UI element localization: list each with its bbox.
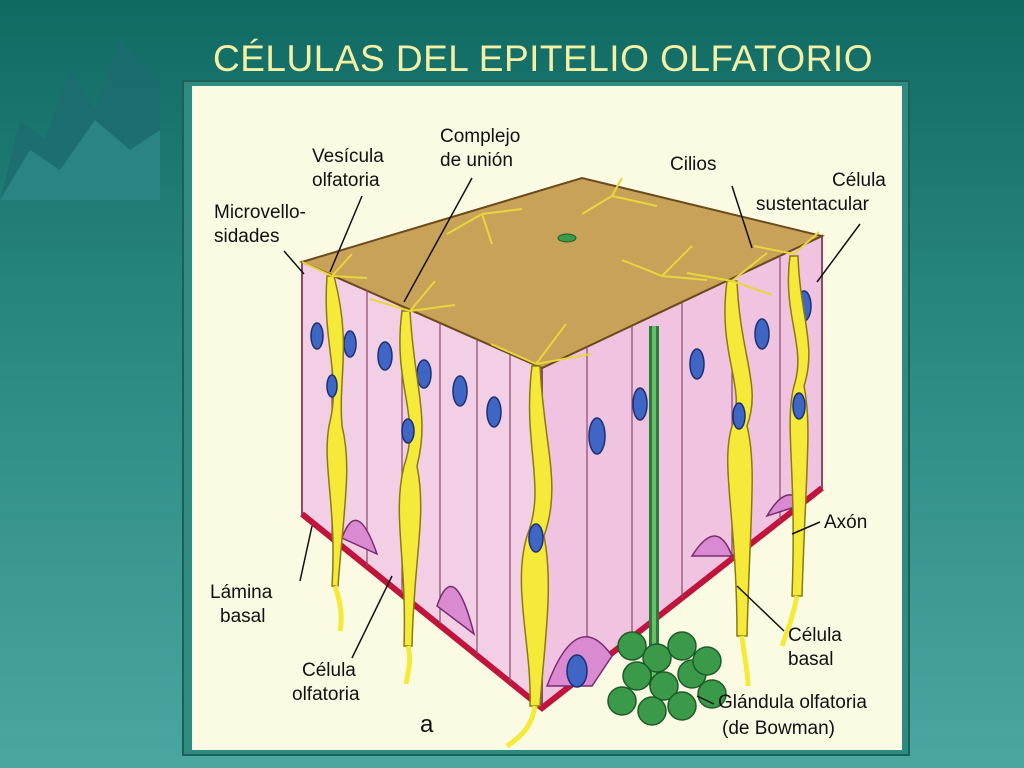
figure-frame: Vesícula olfatoria Complejo de unión Cil… [182, 80, 910, 756]
slide-title: CÉLULAS DEL EPITELIO OLFATORIO [213, 38, 873, 79]
label-sustentacular-line1: Célula [832, 170, 886, 191]
axons [332, 585, 800, 749]
label-lamina-line2: basal [220, 606, 265, 627]
panel-letter: a [420, 711, 434, 738]
label-vesicula-line2: olfatoria [312, 170, 380, 191]
label-cilios: Cilios [670, 154, 716, 175]
olfactory-cells [325, 255, 810, 707]
olfactory-vesicle [557, 233, 577, 243]
label-microvellosidades-line2: sidades [214, 226, 280, 247]
olfactory-cell-nuclei [326, 374, 806, 553]
label-sustentacular-line2: sustentacular [756, 194, 870, 215]
decorative-mountains [0, 40, 160, 200]
label-olfatoria-line1: Célula [302, 660, 356, 681]
label-glandula-line2: (de Bowman) [722, 718, 835, 739]
label-complejo-line2: de unión [440, 150, 513, 171]
cilia [301, 177, 820, 365]
label-glandula-line1: Glándula olfatoria [718, 692, 867, 713]
label-complejo-line1: Complejo [440, 126, 520, 147]
label-olfatoria-line2: olfatoria [292, 684, 360, 705]
basal-cell-nucleus [566, 654, 588, 688]
label-basal-line1: Célula [788, 625, 842, 646]
label-axon: Axón [824, 512, 867, 533]
bowman-gland [607, 326, 727, 726]
epithelium-top-surface [299, 176, 825, 370]
olfactory-epithelium-diagram: Vesícula olfatoria Complejo de unión Cil… [210, 126, 886, 749]
label-lamina-line1: Lámina [210, 582, 273, 603]
basal-lamina [300, 485, 824, 712]
leader-lines [283, 177, 861, 705]
figure-panel: Vesícula olfatoria Complejo de unión Cil… [192, 86, 902, 750]
label-microvellosidades-line1: Microvello- [214, 202, 306, 223]
label-vesicula-line1: Vesícula [312, 146, 384, 167]
nuclei [310, 290, 812, 455]
label-basal-line2: basal [788, 649, 833, 670]
